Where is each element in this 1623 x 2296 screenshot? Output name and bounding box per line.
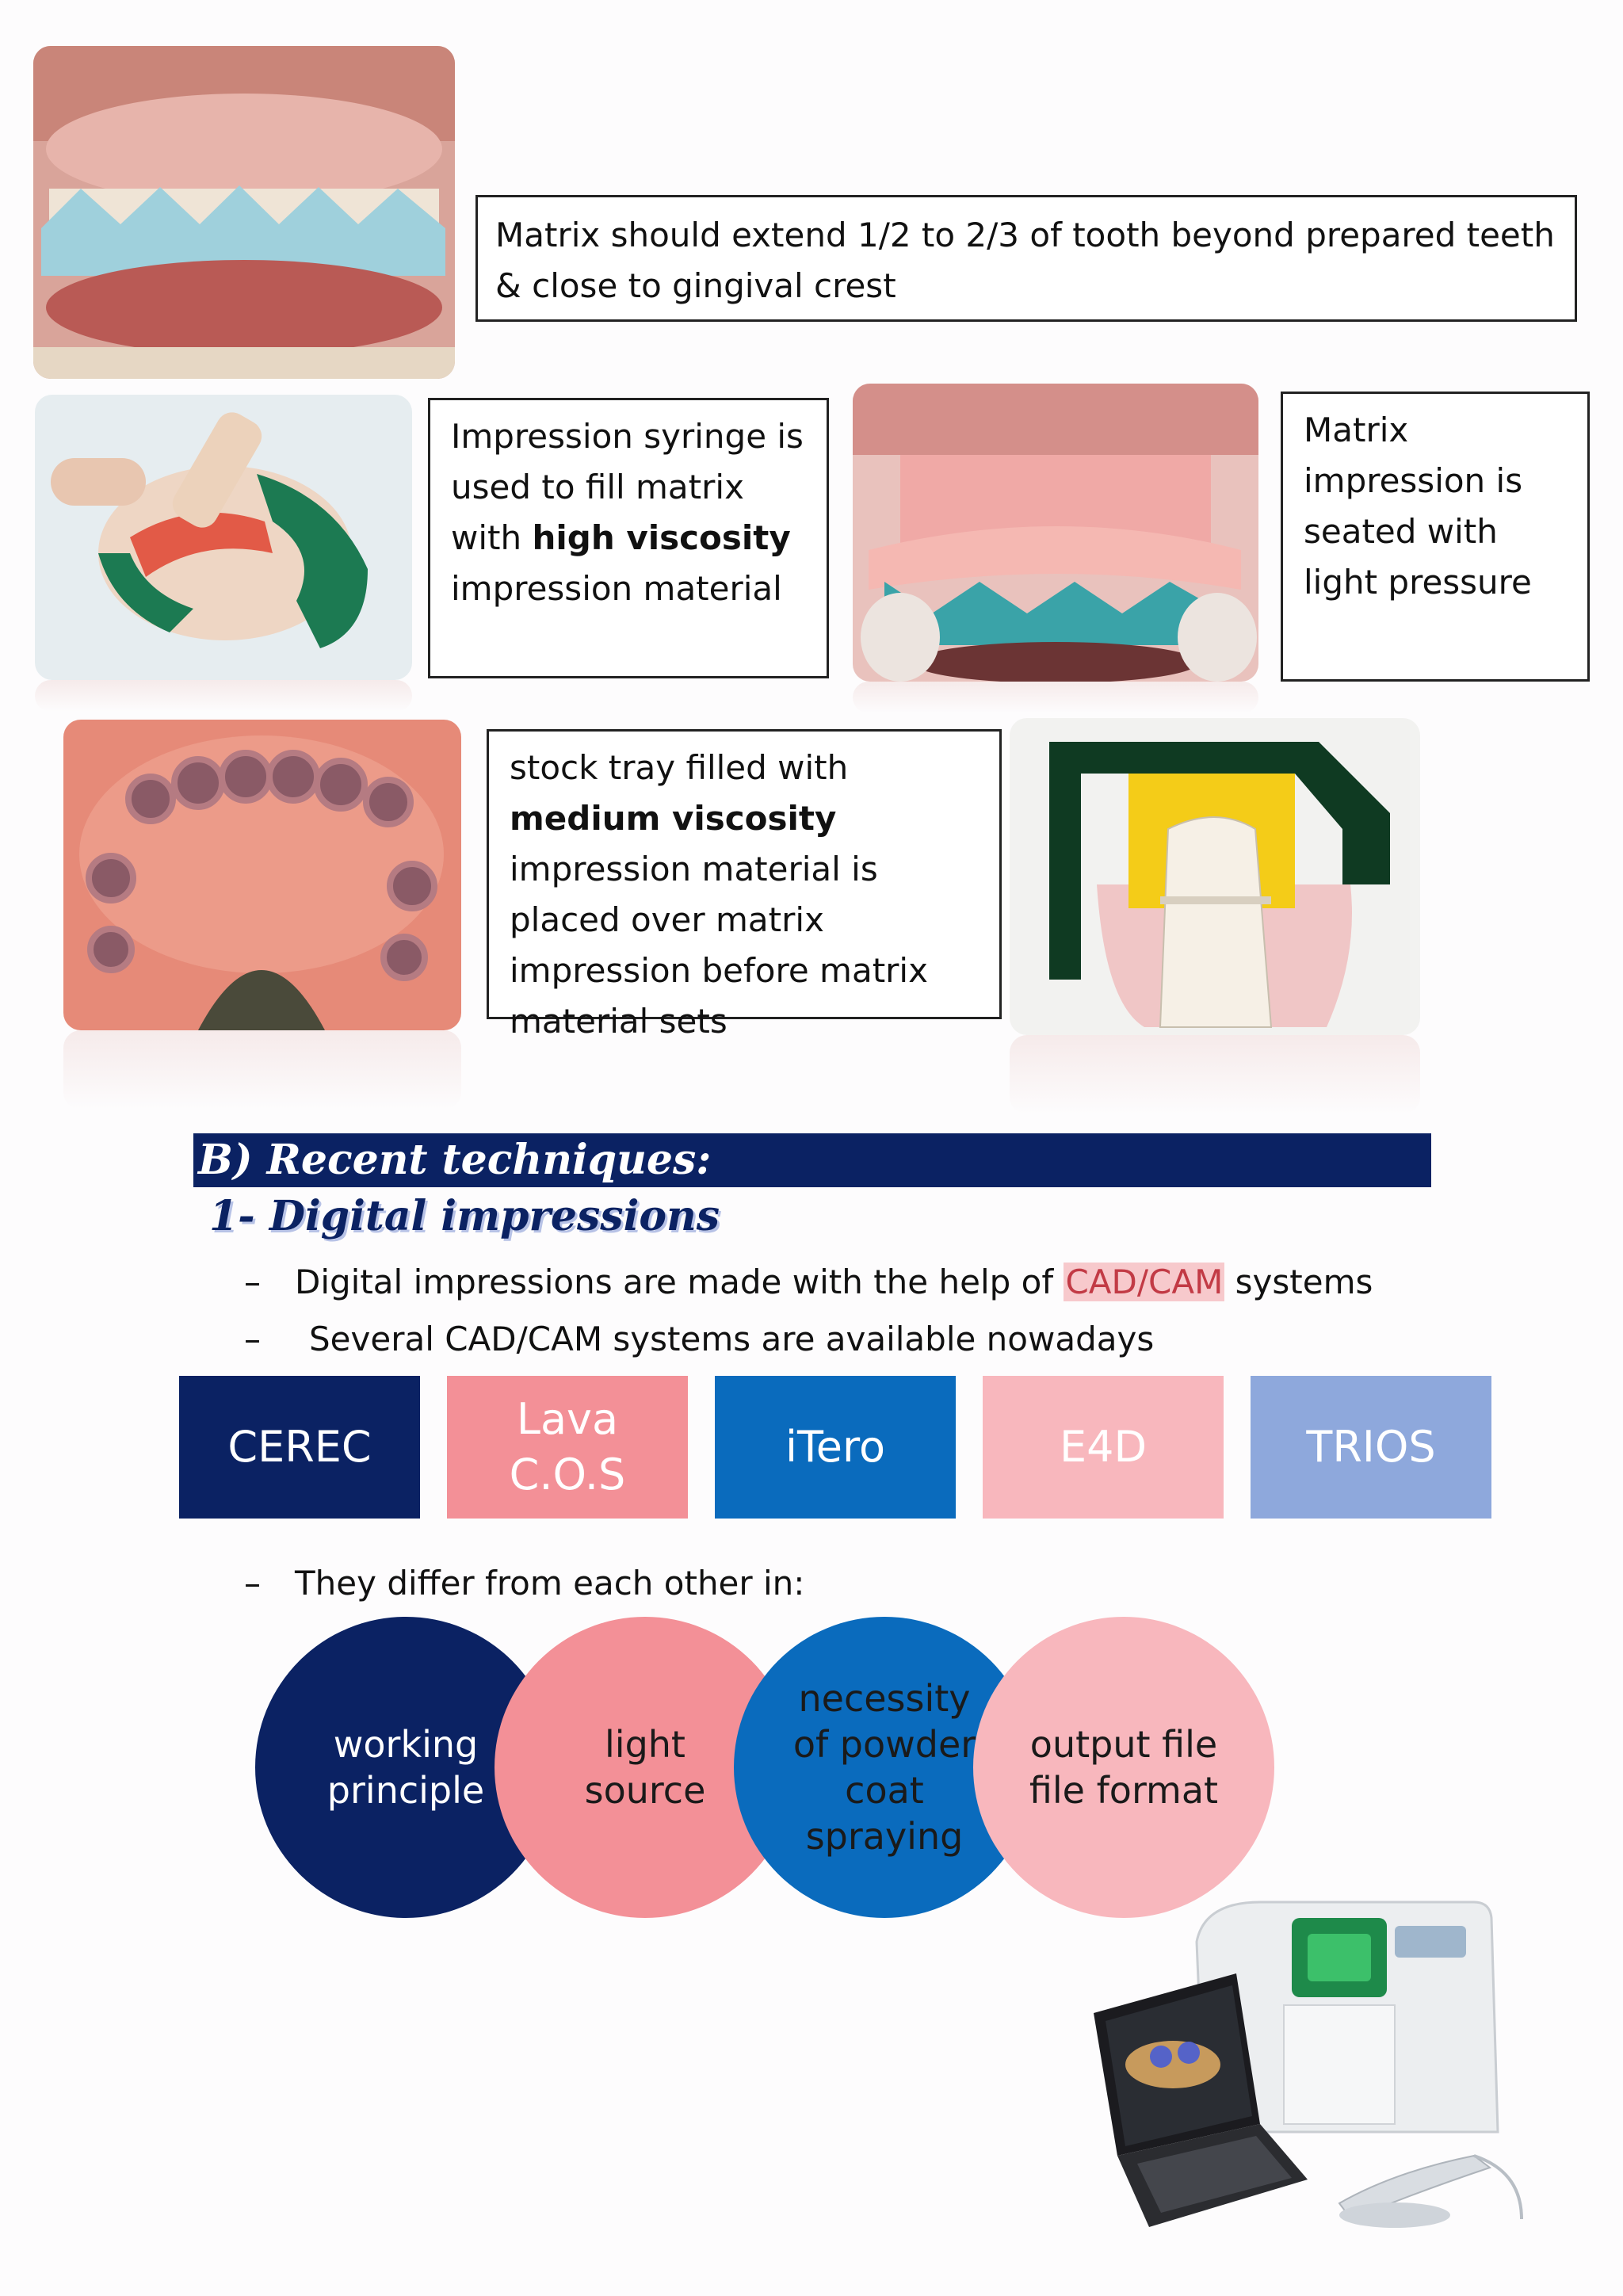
bullet-dash: – bbox=[244, 1564, 261, 1603]
section-banner: B) Recent techniques: bbox=[193, 1133, 1431, 1187]
caption-stock-tray: stock tray filled with medium viscosity … bbox=[487, 729, 1002, 1041]
bullet-systems-available: – Several CAD/CAM systems are available … bbox=[244, 1316, 1433, 1363]
photo-reflection bbox=[63, 1030, 461, 1110]
bullet-cadcam: – Digital impressions are made with the … bbox=[244, 1259, 1433, 1306]
photo-impression-syringe bbox=[35, 395, 412, 680]
highlight-cadcam: CAD/CAM bbox=[1064, 1263, 1225, 1301]
photo-reflection bbox=[853, 682, 1258, 713]
system-box-lava-cos: Lava C.O.S bbox=[447, 1376, 688, 1519]
system-box-cerec: CEREC bbox=[179, 1376, 420, 1519]
cadcam-device-illustration bbox=[1078, 1894, 1545, 2243]
photo-reflection bbox=[35, 680, 412, 712]
bullet-dash: – bbox=[244, 1320, 261, 1358]
photo-reflection bbox=[1010, 1035, 1420, 1114]
caption-matrix-seated: Matrix impression is seated with light p… bbox=[1281, 392, 1590, 682]
circle-output-file: output file file format bbox=[973, 1617, 1274, 1918]
system-box-trios: TRIOS bbox=[1251, 1376, 1491, 1519]
photo-matrix-seated bbox=[853, 384, 1258, 682]
photo-tray-diagram bbox=[1010, 718, 1420, 1035]
caption-matrix-extend: Matrix should extend 1/2 to 2/3 of tooth… bbox=[475, 195, 1577, 322]
subheading: 1- Digital impressions bbox=[209, 1192, 720, 1240]
photo-stock-tray bbox=[63, 720, 461, 1030]
bullet-dash: – bbox=[244, 1263, 261, 1301]
system-box-itero: iTero bbox=[715, 1376, 956, 1519]
system-box-e4d: E4D bbox=[983, 1376, 1224, 1519]
photo-matrix-on-teeth bbox=[33, 46, 455, 379]
bullet-differences: – They differ from each other in: bbox=[244, 1560, 1433, 1607]
caption-impression-syringe: Impression syringe is used to fill matri… bbox=[428, 398, 829, 678]
